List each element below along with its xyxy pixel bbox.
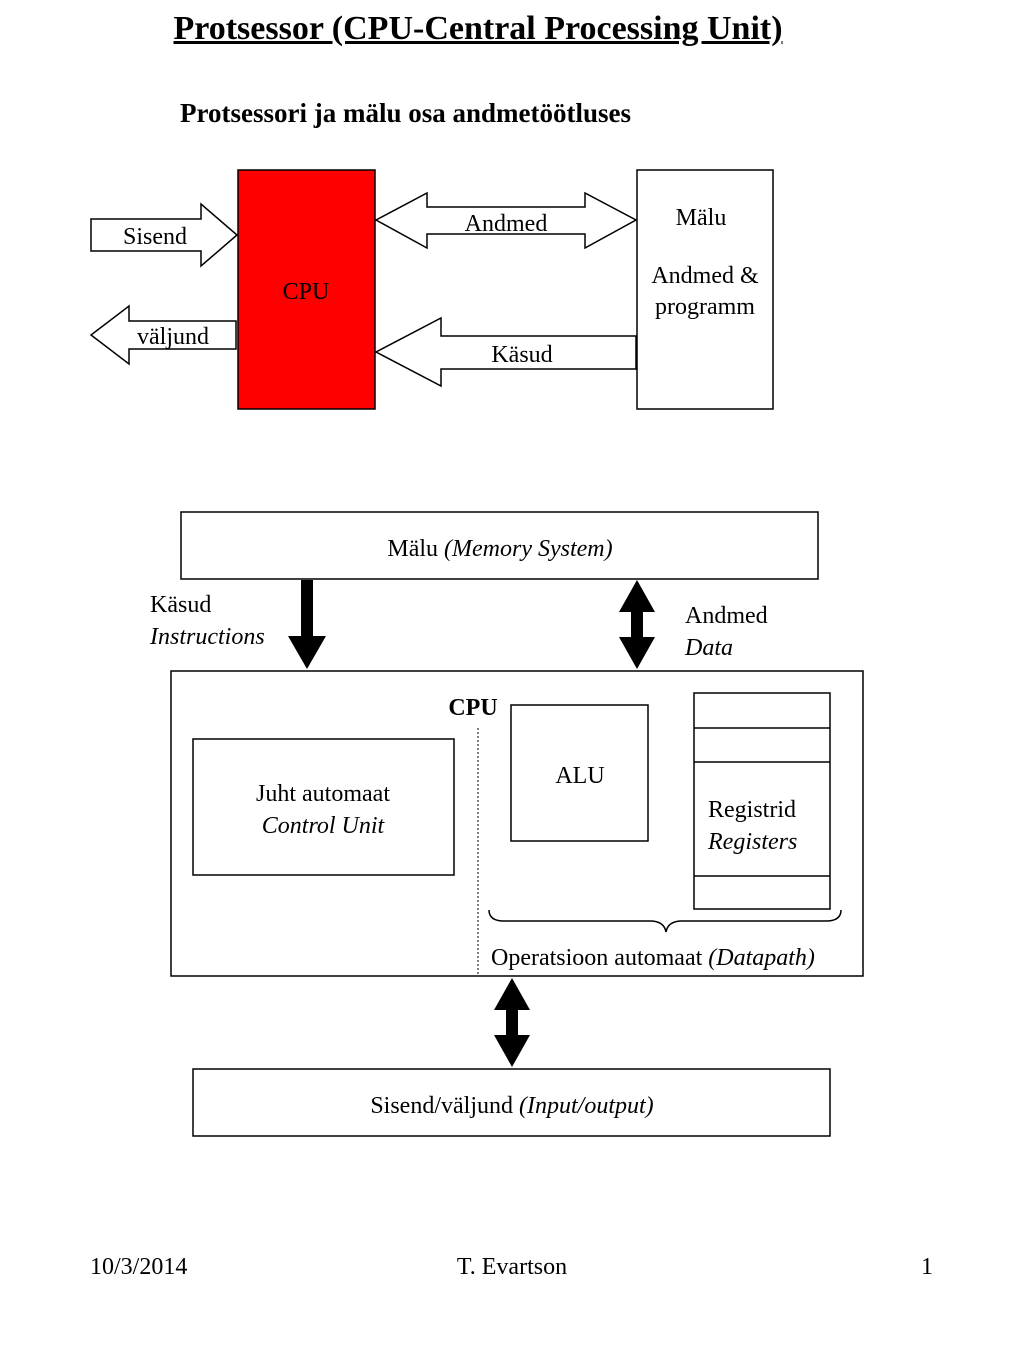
output-arrow [89, 304, 237, 366]
footer-page-number: 1 [921, 1254, 933, 1280]
cpu-box-label: CPU [448, 695, 497, 721]
io-double-arrow [494, 978, 530, 1067]
cpu-memory-diagram: Sisend väljund CPU Mälu Andmed & program… [89, 169, 774, 410]
footer-author: T. Evartson [456, 1254, 568, 1280]
input-label: Sisend [123, 224, 187, 250]
registers-label: Registrid [708, 797, 796, 823]
control-unit-box [192, 738, 455, 876]
instructions-down-arrow [288, 580, 326, 669]
data-arrow-label: Andmed [465, 211, 548, 237]
memory-title: Mälu [676, 205, 727, 231]
io-box [192, 1068, 831, 1137]
memory-system-label: Mälu (Memory System) [387, 536, 612, 562]
instructions-label-en: Instructions [149, 624, 265, 650]
control-unit-label: Juht automaat [256, 781, 390, 807]
memory-system-box [180, 511, 819, 580]
data-label: Andmed [685, 603, 768, 629]
data-double-arrow-vertical [619, 580, 655, 669]
registers-label-en: Registers [707, 829, 797, 855]
instructions-label: Käsud [150, 592, 211, 618]
alu-label: ALU [555, 763, 604, 789]
datapath-brace [488, 909, 842, 933]
memory-line1: Andmed & [651, 263, 759, 289]
output-label: väljund [137, 324, 209, 350]
page-subtitle: Protsessori ja mälu osa andmetöötluses [180, 98, 631, 128]
io-label: Sisend/väljund (Input/output) [370, 1093, 653, 1119]
memory-line2: programm [655, 294, 755, 320]
alu-box [510, 704, 649, 842]
control-unit-label-en: Control Unit [262, 813, 386, 839]
instructions-arrow-label: Käsud [491, 342, 552, 368]
input-arrow [90, 202, 239, 268]
page-title: Protsessor (CPU-Central Processing Unit) [173, 10, 783, 47]
instructions-arrow [374, 316, 637, 388]
computer-architecture-diagram: Mälu (Memory System) Käsud Instructions … [149, 511, 864, 1137]
datapath-label: Operatsioon automaat (Datapath) [491, 945, 815, 971]
data-label-en: Data [684, 635, 733, 661]
memory-box [636, 169, 774, 410]
registers-block [693, 692, 831, 910]
cpu-label: CPU [283, 279, 330, 305]
data-double-arrow [374, 191, 638, 250]
footer-date: 10/3/2014 [90, 1254, 188, 1280]
cpu-box [237, 169, 376, 410]
